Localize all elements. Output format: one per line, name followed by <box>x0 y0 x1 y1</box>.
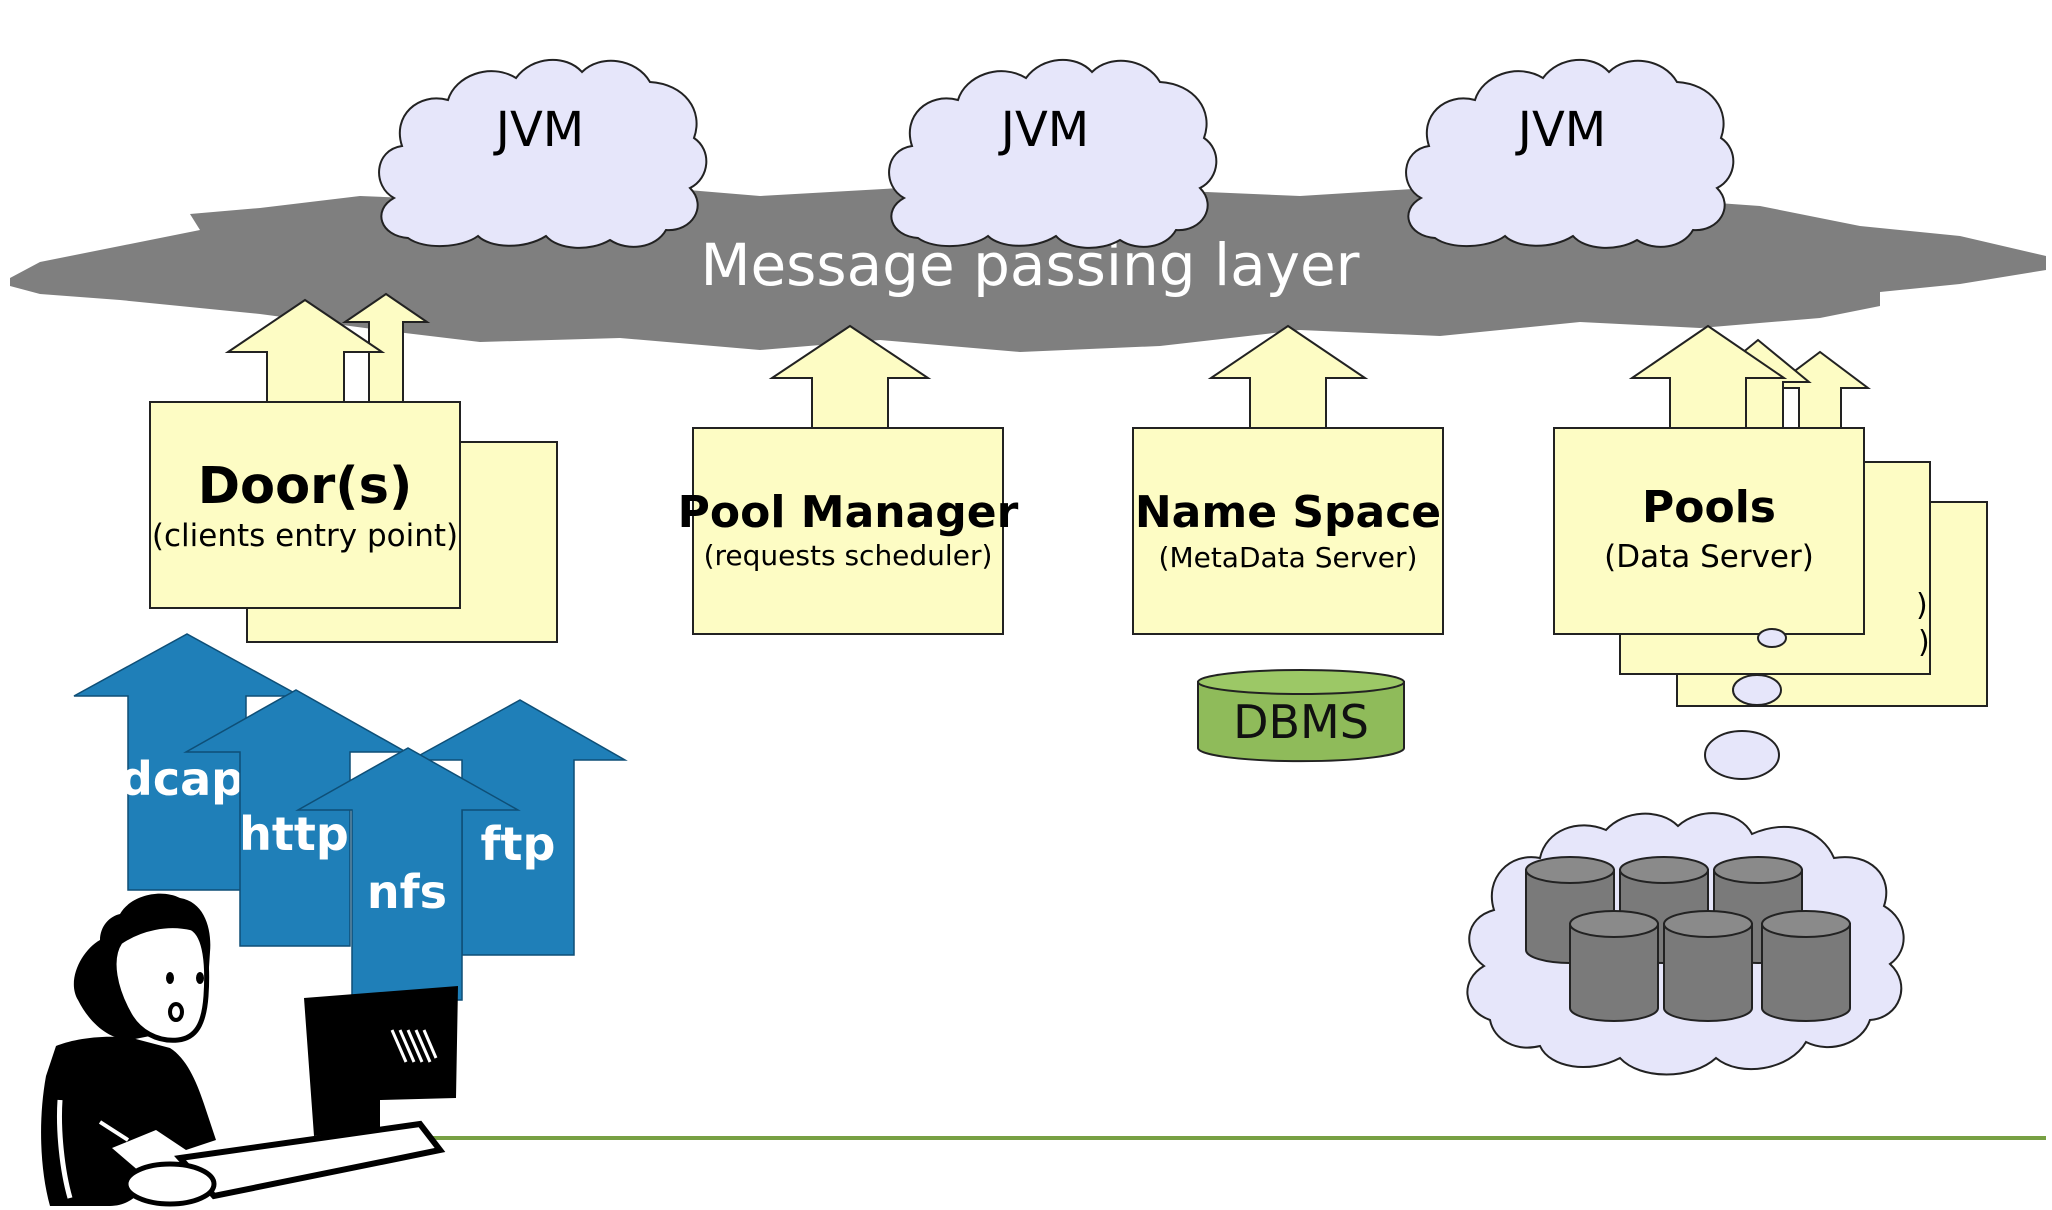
name-space-title: Name Space <box>1135 487 1441 538</box>
name-space-component: Name Space (MetaData Server) <box>1132 324 1444 635</box>
user-at-computer-icon <box>41 893 458 1207</box>
protocol-label-dcap: dcap <box>120 752 244 806</box>
door-box <box>149 401 461 609</box>
door-subtitle: (clients entry point) <box>152 518 458 554</box>
thought-bubbles <box>1704 628 1787 780</box>
pool-manager-box <box>692 427 1004 635</box>
svg-text:): ) <box>1918 625 1930 660</box>
protocol-arrows: dcap ftp http nfs <box>73 633 628 1001</box>
door-title: Door(s) <box>198 457 413 516</box>
pool-manager-component: Pool Manager (requests scheduler) <box>678 324 1019 635</box>
pools-box <box>1553 427 1865 635</box>
dbms-cylinder: DBMS <box>1197 669 1405 763</box>
name-space-up-arrow <box>1207 324 1369 429</box>
pool-manager-subtitle: (requests scheduler) <box>704 539 993 572</box>
svg-text:): ) <box>1916 588 1928 623</box>
pool-manager-title: Pool Manager <box>678 487 1019 538</box>
storage-cloud <box>1466 812 1905 1076</box>
jvm-cloud-1: JVM <box>378 59 708 249</box>
jvm-label-1: JVM <box>493 102 584 158</box>
pool-manager-up-arrow <box>768 324 932 429</box>
protocol-label-http: http <box>239 807 349 861</box>
pools-subtitle: (Data Server) <box>1604 539 1814 575</box>
nfs-arrow <box>295 747 521 1001</box>
protocol-label-nfs: nfs <box>367 865 447 919</box>
name-space-box <box>1132 427 1444 635</box>
disk-icon <box>1761 910 1851 1022</box>
jvm-label-2: JVM <box>998 102 1089 158</box>
disk-icon <box>1663 910 1753 1022</box>
http-arrow <box>183 689 409 947</box>
door-up-arrow-back <box>341 292 431 403</box>
door-up-arrow <box>224 298 386 403</box>
door-component: Door(s) (clients entry point) <box>149 292 558 643</box>
jvm-cloud-2: JVM <box>888 59 1218 249</box>
pools-component: ) ) Pools (Data Server) <box>1553 324 1988 707</box>
dbms-label: DBMS <box>1233 695 1369 749</box>
jvm-label-3: JVM <box>1515 102 1606 158</box>
protocol-label-ftp: ftp <box>481 817 556 871</box>
pools-title: Pools <box>1642 482 1776 533</box>
name-space-subtitle: (MetaData Server) <box>1159 541 1418 574</box>
ftp-arrow <box>410 699 628 956</box>
jvm-cloud-3: JVM <box>1405 59 1735 249</box>
disk-icon <box>1569 910 1659 1022</box>
pools-up-arrow <box>1628 324 1788 429</box>
